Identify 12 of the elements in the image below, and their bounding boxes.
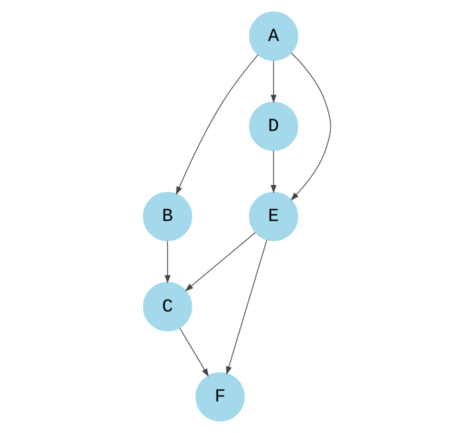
arrow (164, 240, 170, 284)
arrow (184, 232, 256, 292)
arrow (270, 60, 276, 104)
arrow (270, 150, 276, 194)
arrow (176, 54, 258, 195)
arrow (179, 327, 209, 377)
arrow (290, 52, 332, 201)
node-circle: D (248, 102, 298, 151)
arrow (226, 240, 268, 375)
node-circle: A (248, 12, 298, 61)
node-circle: B (142, 192, 192, 242)
node-circle: F (196, 372, 245, 422)
